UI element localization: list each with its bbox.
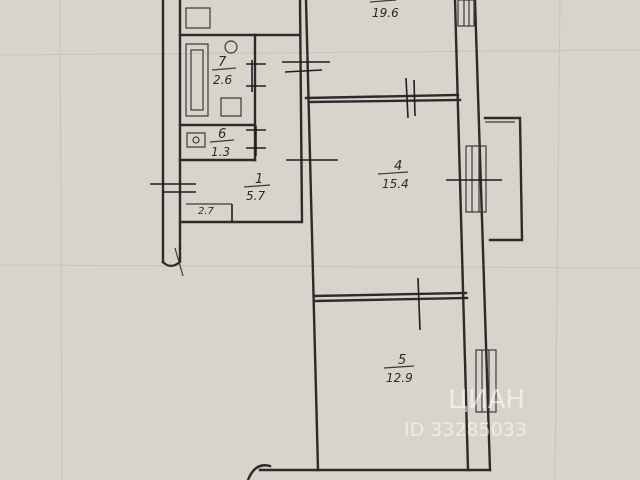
toilet-icon [186,132,206,148]
door-markers [150,60,502,331]
sink-icon [185,7,211,29]
bathtub-icon [185,43,209,117]
room-area-label: 15.4 [382,177,409,191]
room-number-label: 4 [394,159,402,174]
watermark-brand: ЦИАН [448,385,525,415]
room-area-label: 19.6 [372,6,399,20]
room-area-label: 1.3 [211,145,230,159]
room-label-4: 4 15.4 [377,159,409,191]
room-label-6: 6 1.3 [209,127,235,159]
watermark-id: ID 33285033 [404,419,527,441]
room-label-5: 5 12.9 [383,353,415,385]
walls [161,0,524,480]
room-label-top: 19.6 [369,0,399,20]
room-area-label: 12.9 [386,371,413,385]
room-label-7: 7 2.6 [211,55,237,87]
watermark: ЦИАН ID 33285033 [404,385,527,441]
room-label-1: 1 5.7 [243,172,271,203]
room-number-label: 7 [218,55,227,70]
dimension-label: 2.7 [198,206,215,217]
windows [457,0,497,413]
room-number-label: 6 [218,127,226,142]
room-number-label: 5 [398,353,406,368]
room-area-label: 5.7 [246,189,265,203]
room-area-label: 2.6 [213,73,232,87]
washbasin-icon [224,40,238,54]
fixtures [185,7,242,148]
room-number-label: 1 [255,172,263,187]
small-dimension: 2.7 [186,203,232,217]
toilet-icon [220,97,242,117]
